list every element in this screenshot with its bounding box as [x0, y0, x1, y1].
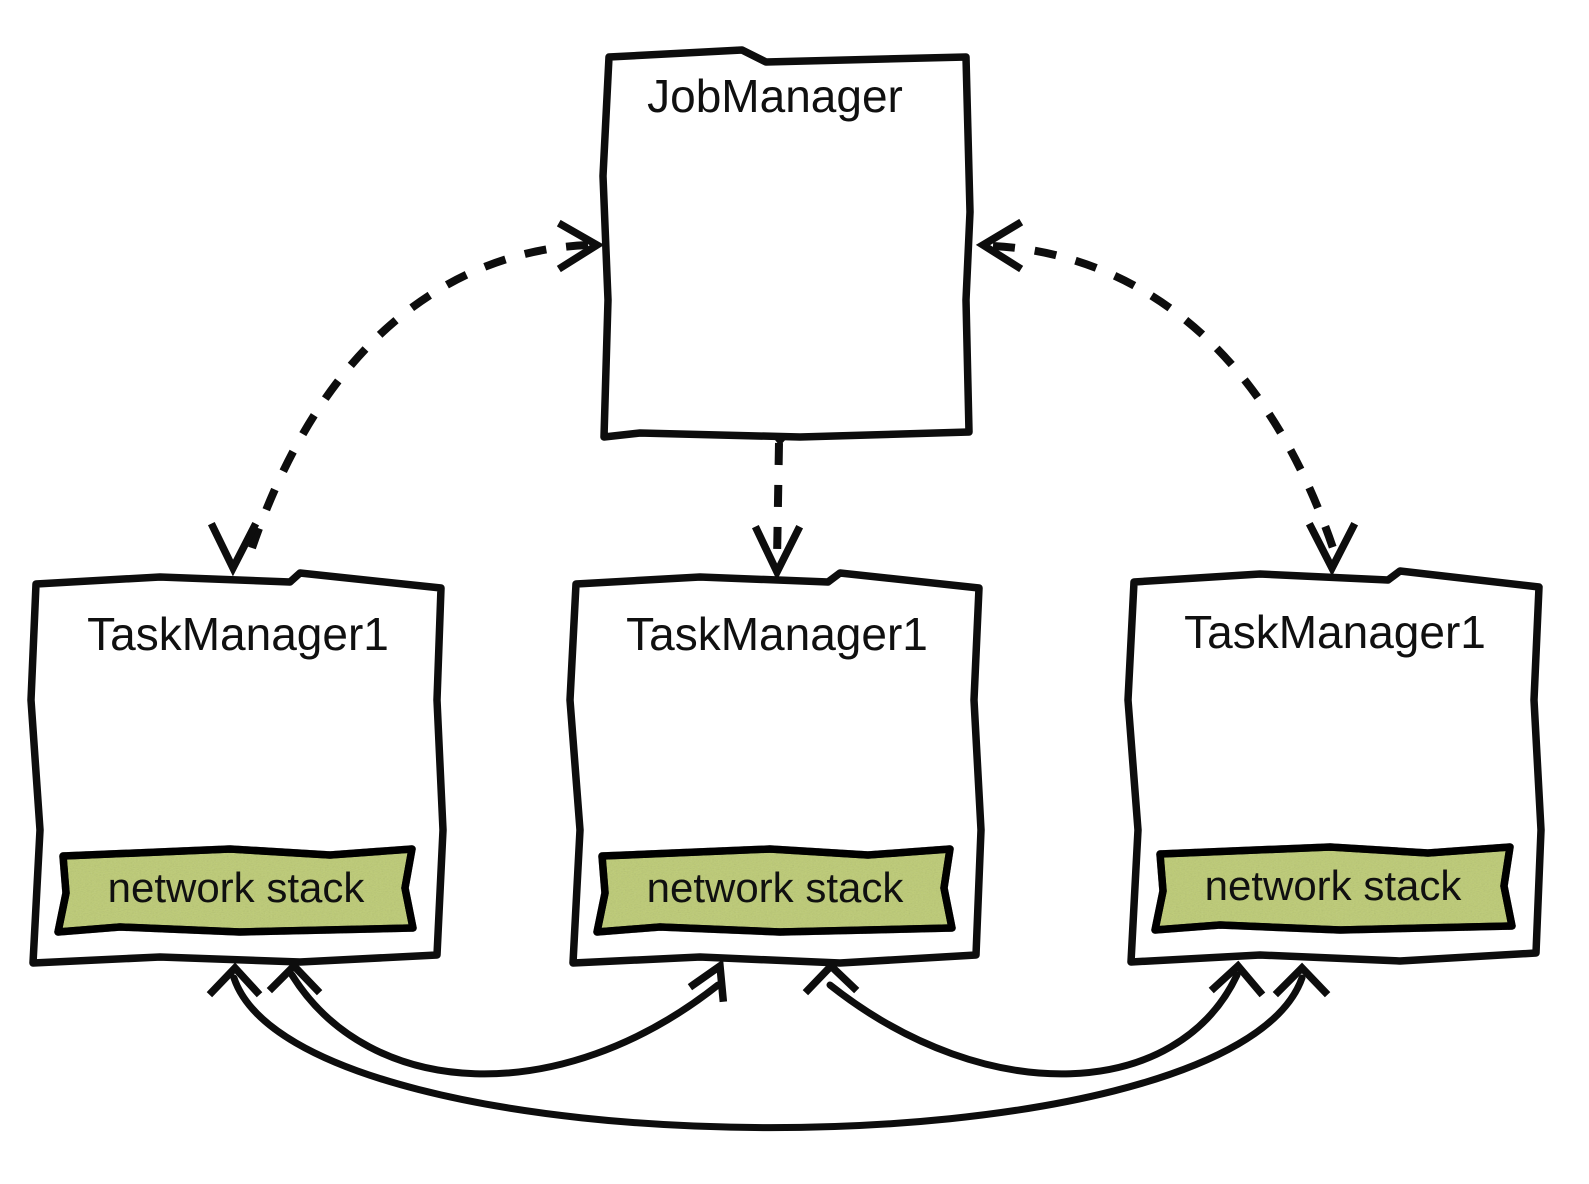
edge-jobmanager-taskmanager-left: [207, 219, 605, 577]
taskmanager-middle-label: TaskManager1: [626, 608, 928, 660]
network-stack-middle[interactable]: network stack: [593, 845, 956, 936]
network-stack-right[interactable]: network stack: [1151, 843, 1516, 934]
node-taskmanager-left[interactable]: TaskManager1 network stack: [27, 569, 447, 967]
node-taskmanager-middle[interactable]: TaskManager1 network stack: [566, 569, 985, 967]
network-stack-left-label: network stack: [108, 864, 366, 911]
network-stack-middle-label: network stack: [647, 864, 905, 911]
edge-jobmanager-taskmanager-right: [975, 218, 1359, 577]
edge-taskmanager-left-middle: [266, 959, 728, 1078]
node-jobmanager[interactable]: JobManager: [599, 46, 974, 441]
taskmanager-right-label: TaskManager1: [1184, 606, 1486, 658]
node-taskmanager-right[interactable]: TaskManager1 network stack: [1124, 567, 1545, 966]
jobmanager-label: JobManager: [647, 70, 903, 122]
edge-taskmanager-left-right: [206, 962, 1331, 1132]
network-stack-right-label: network stack: [1205, 862, 1463, 909]
network-stack-left[interactable]: network stack: [54, 845, 417, 936]
edge-taskmanager-middle-right: [802, 960, 1266, 1078]
taskmanager-left-label: TaskManager1: [87, 608, 389, 660]
